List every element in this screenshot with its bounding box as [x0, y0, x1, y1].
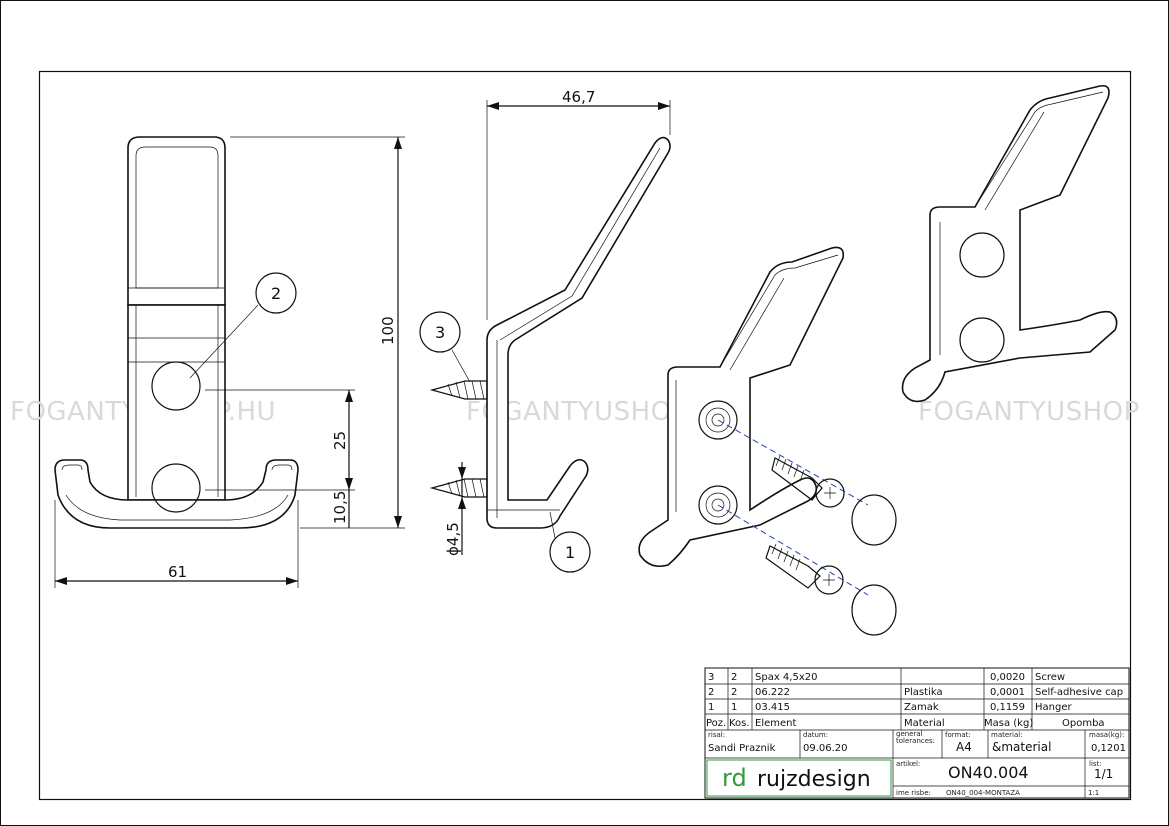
svg-text:risal:: risal:	[708, 731, 725, 739]
svg-text:0,0001: 0,0001	[990, 687, 1025, 698]
svg-text:03.415: 03.415	[755, 702, 790, 713]
svg-text:Screw: Screw	[1035, 672, 1065, 683]
side-dimensions: 46,7 ϕ4,5	[444, 88, 671, 556]
svg-text:0,1201: 0,1201	[1091, 743, 1126, 754]
svg-text:Poz.: Poz.	[706, 718, 726, 729]
svg-text:list:: list:	[1089, 760, 1102, 768]
title-block: 3 2 Spax 4,5x20 0,0020 Screw 2 2 06.222 …	[704, 667, 1130, 799]
inner-frame	[38, 70, 1132, 801]
cap-lower	[851, 584, 897, 636]
balloon-3: 3	[419, 311, 471, 383]
svg-text:2: 2	[731, 687, 737, 698]
svg-text:2: 2	[731, 672, 737, 683]
svg-text:3: 3	[708, 672, 714, 683]
mount-hole-lower	[151, 463, 201, 513]
svg-text:general: general	[896, 730, 923, 738]
svg-text:1/1: 1/1	[1094, 767, 1113, 781]
front-dimensions: 100 25 10,5 61	[54, 136, 405, 588]
svg-text:Hanger: Hanger	[1035, 702, 1072, 713]
assembled-view	[901, 84, 1118, 403]
mount-hole-upper	[151, 361, 201, 411]
svg-text:Self-adhesive cap: Self-adhesive cap	[1035, 687, 1123, 698]
svg-text:1: 1	[565, 543, 575, 562]
svg-text:format:: format:	[945, 731, 971, 739]
svg-text:artikel:: artikel:	[896, 760, 920, 768]
dim-hole-offset: 10,5	[331, 491, 349, 524]
exploded-view	[638, 246, 897, 636]
side-screws	[429, 380, 488, 498]
svg-text:0,0020: 0,0020	[990, 672, 1025, 683]
svg-text:1: 1	[708, 702, 714, 713]
svg-text:3: 3	[435, 323, 445, 342]
svg-text:Plastika: Plastika	[904, 687, 943, 698]
svg-text:ime risbe:: ime risbe:	[896, 789, 931, 797]
side-view	[486, 136, 671, 529]
svg-text:A4: A4	[956, 740, 972, 754]
svg-text:Masa (kg): Masa (kg)	[984, 718, 1033, 729]
svg-text:material:: material:	[991, 731, 1023, 739]
svg-text:masa(kg):: masa(kg):	[1089, 731, 1124, 739]
balloon-1: 1	[549, 511, 591, 573]
company-logo: rd rujzdesign	[706, 759, 892, 797]
svg-text:09.06.20: 09.06.20	[803, 743, 848, 754]
svg-text:Spax 4,5x20: Spax 4,5x20	[755, 672, 817, 683]
dim-hole-spacing: 25	[331, 431, 349, 450]
svg-text:ON40_004-MONTAZA: ON40_004-MONTAZA	[946, 789, 1020, 797]
svg-text:ON40.004: ON40.004	[948, 763, 1029, 782]
svg-text:2: 2	[708, 687, 714, 698]
dim-screw-dia: ϕ4,5	[444, 522, 462, 556]
svg-text:2: 2	[271, 284, 281, 303]
svg-text:&material: &material	[992, 740, 1051, 754]
exploded-screw-lower	[765, 543, 844, 595]
svg-text:rujzdesign: rujzdesign	[757, 767, 871, 792]
svg-text:Sandi Praznik: Sandi Praznik	[708, 743, 776, 754]
svg-text:Material: Material	[904, 718, 945, 729]
dim-projection: 46,7	[562, 88, 595, 106]
svg-text:Kos.: Kos.	[729, 718, 750, 729]
svg-text:datum:: datum:	[803, 731, 828, 739]
svg-text:06.222: 06.222	[755, 687, 790, 698]
front-view	[54, 136, 299, 529]
svg-text:Element: Element	[755, 718, 796, 729]
watermark-text-3: FOGANTYUSHOP	[918, 397, 1140, 427]
dim-height: 100	[379, 316, 397, 345]
dim-width: 61	[168, 563, 187, 581]
svg-text:0,1159: 0,1159	[990, 702, 1025, 713]
svg-text:Opomba: Opomba	[1062, 718, 1105, 729]
svg-text:rd: rd	[722, 764, 747, 792]
balloon-2: 2	[189, 272, 297, 379]
svg-text:tolerances:: tolerances:	[896, 737, 935, 745]
svg-text:Zamak: Zamak	[904, 702, 939, 713]
exploded-screw-upper	[771, 455, 845, 508]
svg-text:1:1: 1:1	[1088, 789, 1099, 797]
svg-text:1: 1	[731, 702, 737, 713]
cap-upper	[851, 494, 897, 546]
